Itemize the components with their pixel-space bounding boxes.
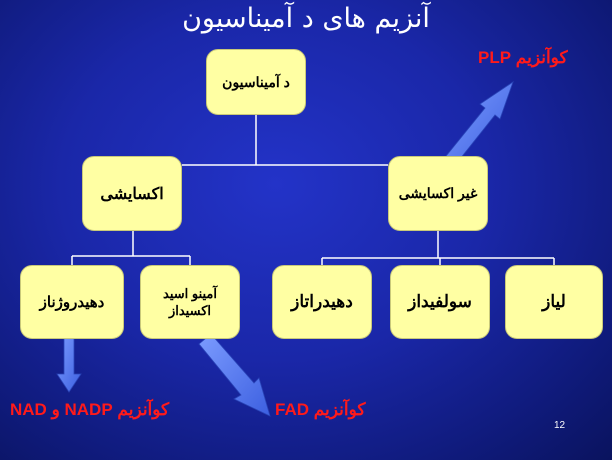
- slide-title: آنزیم های د آمیناسیون: [182, 3, 430, 34]
- cofactor-plp-label: کوآنزیم PLP: [478, 48, 568, 67]
- node-amino-acid-oxidase-line1: آمینو اسید: [163, 286, 217, 301]
- node-lyase: لیاز: [505, 265, 603, 339]
- node-sulfhydrase: سولفیداز: [390, 265, 490, 339]
- page-number: 12: [554, 420, 566, 431]
- arrow-to-nad: [56, 333, 82, 393]
- cofactor-nad-label: کوآنزیم NADP و NAD: [10, 400, 170, 419]
- node-amino-acid-oxidase: آمینو اسید اکسیداز: [140, 265, 240, 339]
- node-deamination: د آمیناسیون: [206, 49, 306, 115]
- node-amino-acid-oxidase-line2: اکسیداز: [168, 303, 212, 318]
- arrow-to-fad: [198, 333, 271, 417]
- node-dehydrogenase: دهیدروژناز: [20, 265, 124, 339]
- node-dehydratase: دهیدراتاز: [272, 265, 372, 339]
- cofactor-fad-label: کوآنزیم FAD: [275, 400, 366, 419]
- node-oxidative: اکسایشی: [82, 156, 182, 231]
- node-non-oxidative: غیر اکسایشی: [388, 156, 488, 231]
